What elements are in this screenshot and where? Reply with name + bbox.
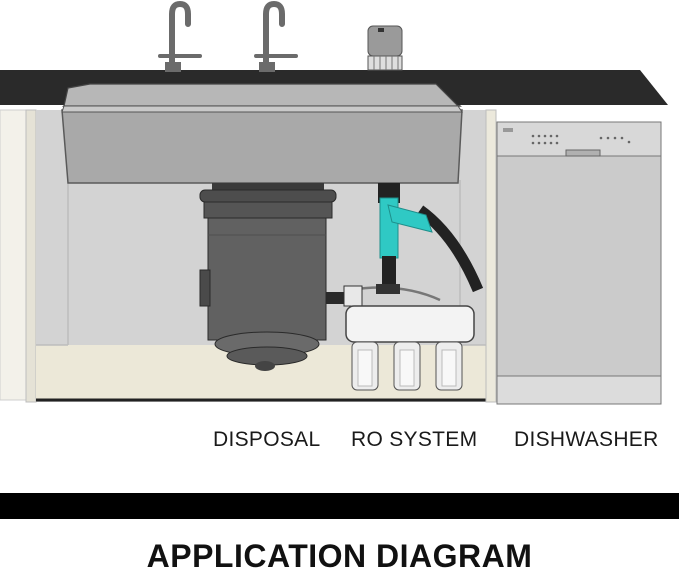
drain-hose [416, 205, 484, 293]
air-switch [367, 25, 403, 71]
sink-opening [63, 83, 460, 107]
teal-drain-pipe [376, 183, 433, 294]
faucet-right [254, 0, 298, 72]
dishwasher [496, 121, 662, 405]
dishwasher-label: DISHWASHER [514, 428, 659, 451]
left-cabinet-edge [25, 109, 37, 403]
ro-system-label: RO SYSTEM [351, 428, 478, 451]
faucet-left [158, 0, 202, 72]
ro-system [345, 305, 475, 391]
page-title: APPLICATION DIAGRAM [146, 538, 533, 574]
disposal-unit [199, 183, 337, 371]
disposal-label: DISPOSAL [213, 428, 321, 451]
cabinet-right-wall [485, 109, 497, 403]
saddle-valve [343, 285, 363, 307]
divider-bar [0, 493, 679, 519]
under-sink-illustration [0, 0, 668, 405]
sink-rim [61, 105, 463, 113]
sink-basin [61, 109, 463, 184]
